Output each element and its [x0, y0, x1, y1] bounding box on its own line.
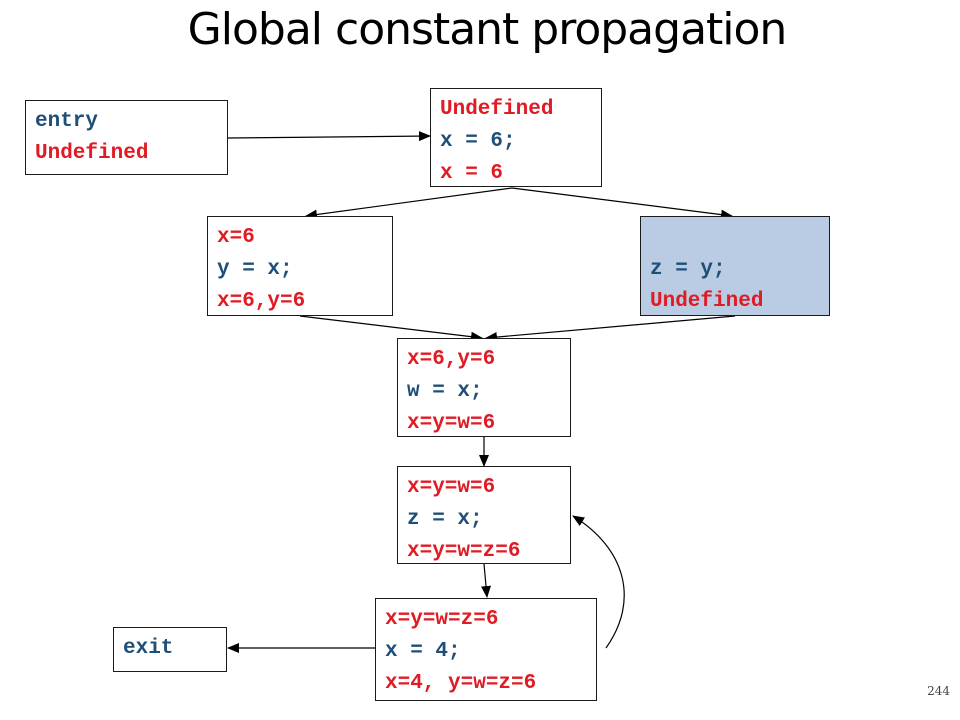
slide-title: Global constant propagation	[187, 4, 788, 55]
edge-entry-to-n1	[227, 131, 431, 142]
fact-line: x=6,y=6	[407, 348, 496, 371]
cfg-node-assign-x-4: x=y=w=z=6 x = 4; x=4, y=w=z=6	[375, 598, 597, 701]
cfg-node-assign-z-y: z = y; Undefined	[640, 216, 830, 316]
code-line: x = 6;	[440, 130, 516, 153]
code-line: z = x;	[407, 508, 483, 531]
fact-line: x=y=w=z=6	[385, 608, 499, 631]
page-number: 244	[927, 684, 950, 698]
fact-line: Undefined	[650, 290, 764, 313]
code-line: x = 4;	[385, 640, 461, 663]
code-line: z = y;	[650, 258, 726, 281]
code-line: exit	[123, 637, 174, 660]
fact-line: x=y=w=z=6	[407, 540, 521, 563]
edge-n1-to-n3	[511, 187, 733, 220]
edge-n3-to-n4	[485, 315, 736, 343]
code-line	[650, 222, 829, 254]
cfg-node-exit: exit	[113, 627, 227, 672]
cfg-node-assign-x-6: Undefined x = 6; x = 6	[430, 88, 602, 187]
edge-n5-to-n6	[481, 563, 491, 598]
cfg-node-assign-y-x: x=6 y = x; x=6,y=6	[207, 216, 393, 316]
edge-n1-to-n2	[305, 187, 513, 220]
fact-line: Undefined	[440, 98, 554, 121]
code-line: w = x;	[407, 380, 483, 403]
edge-n2-to-n4	[299, 315, 483, 342]
cfg-node-assign-z-x: x=y=w=6 z = x; x=y=w=z=6	[397, 466, 571, 564]
fact-line: Undefined	[35, 142, 149, 165]
fact-line: x=6	[217, 226, 255, 249]
fact-line: x=4, y=w=z=6	[385, 672, 537, 695]
fact-line: x=y=w=6	[407, 412, 496, 435]
code-line: y = x;	[217, 258, 293, 281]
edge-n6-back-to-n5	[572, 515, 625, 649]
fact-line: x=6,y=6	[217, 290, 306, 313]
cfg-node-assign-w-x: x=6,y=6 w = x; x=y=w=6	[397, 338, 571, 437]
fact-line: x=y=w=6	[407, 476, 496, 499]
fact-line: x = 6	[440, 162, 504, 185]
code-line: entry	[35, 110, 99, 133]
